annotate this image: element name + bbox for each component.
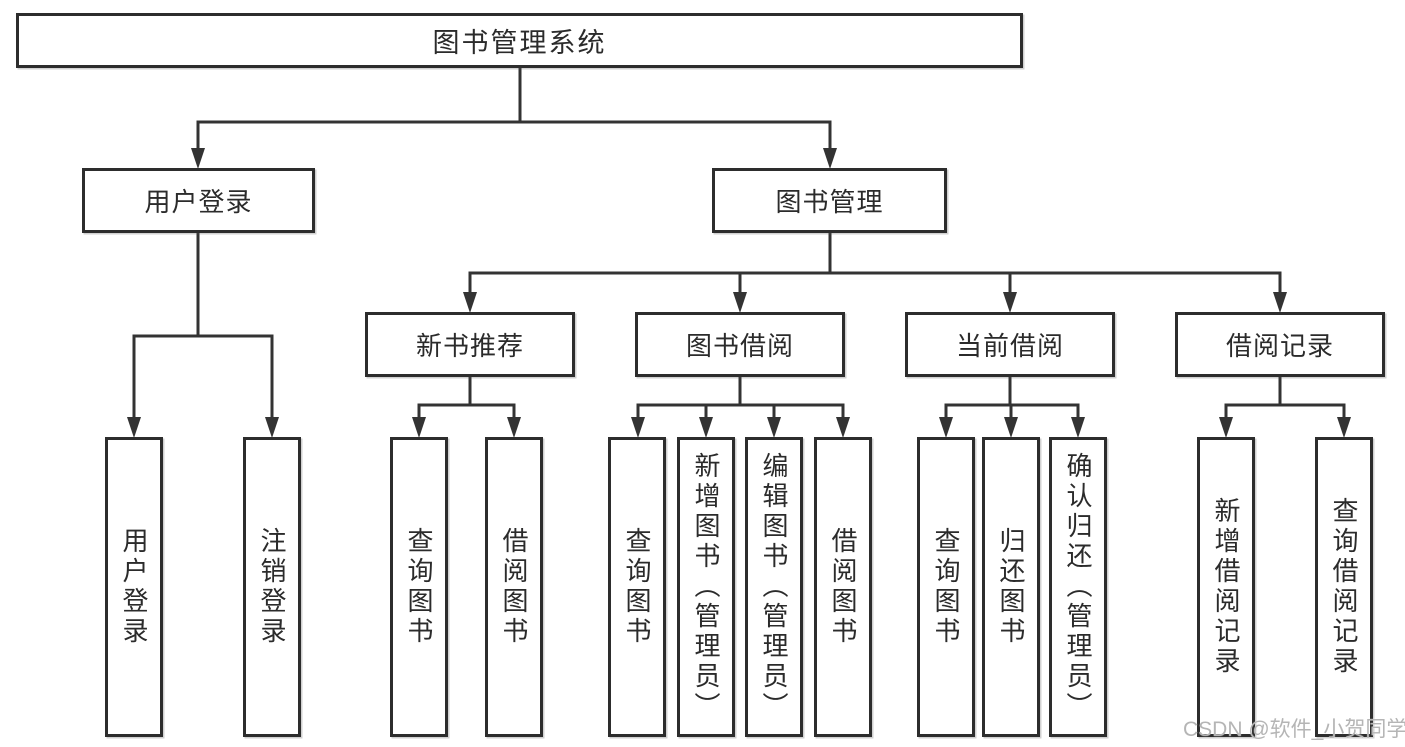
node-new-book-recommend-label: 新书推荐 [415,331,524,361]
leaf-newbook-borrow-books-label: 借阅图书 [499,527,529,647]
leaf-borrow-add-books-admin-label: 新增图书（管理员） [691,452,721,722]
leaf-logout-label: 注销登录 [257,527,287,647]
leaf-current-query-books-label: 查询图书 [931,527,961,647]
leaf-user-login-label: 用户登录 [119,527,149,647]
node-book-management: 图书管理 [712,168,947,233]
leaf-newbook-query-books: 查询图书 [390,437,448,737]
node-borrowing-records-label: 借阅记录 [1225,331,1334,361]
leaf-current-confirm-return-admin: 确认归还（管理员） [1049,437,1107,737]
leaf-borrow-edit-books-admin-label: 编辑图书（管理员） [759,452,789,722]
leaf-newbook-borrow-books: 借阅图书 [485,437,543,737]
leaf-newbook-query-books-label: 查询图书 [404,527,434,647]
leaf-logout: 注销登录 [243,437,301,737]
leaf-current-return-books: 归还图书 [982,437,1040,737]
leaf-current-query-books: 查询图书 [917,437,975,737]
leaf-borrow-borrow-books: 借阅图书 [814,437,872,737]
node-user-login: 用户登录 [82,168,315,233]
node-borrowing-records: 借阅记录 [1175,312,1385,377]
node-book-borrowing-label: 图书借阅 [685,331,794,361]
leaf-current-confirm-return-admin-label: 确认归还（管理员） [1063,452,1093,722]
leaf-borrow-borrow-books-label: 借阅图书 [828,527,858,647]
node-user-login-label: 用户登录 [144,187,253,217]
leaf-records-add-record-label: 新增借阅记录 [1211,497,1241,677]
csdn-watermark: CSDN @软件_小贺同学 [1183,718,1405,741]
node-new-book-recommend: 新书推荐 [365,312,575,377]
leaf-current-return-books-label: 归还图书 [996,527,1026,647]
leaf-records-query-record-label: 查询借阅记录 [1329,497,1359,677]
leaf-user-login: 用户登录 [105,437,163,737]
leaf-borrow-query-books: 查询图书 [608,437,666,737]
node-library-system: 图书管理系统 [16,13,1023,68]
node-current-borrowing-label: 当前借阅 [955,331,1064,361]
node-book-borrowing: 图书借阅 [635,312,845,377]
leaf-borrow-add-books-admin: 新增图书（管理员） [677,437,735,737]
node-library-system-label: 图书管理系统 [432,28,607,58]
leaf-borrow-edit-books-admin: 编辑图书（管理员） [745,437,803,737]
node-current-borrowing: 当前借阅 [905,312,1115,377]
leaf-records-add-record: 新增借阅记录 [1197,437,1255,737]
leaf-records-query-record: 查询借阅记录 [1315,437,1373,737]
leaf-borrow-query-books-label: 查询图书 [622,527,652,647]
node-book-management-label: 图书管理 [775,187,884,217]
